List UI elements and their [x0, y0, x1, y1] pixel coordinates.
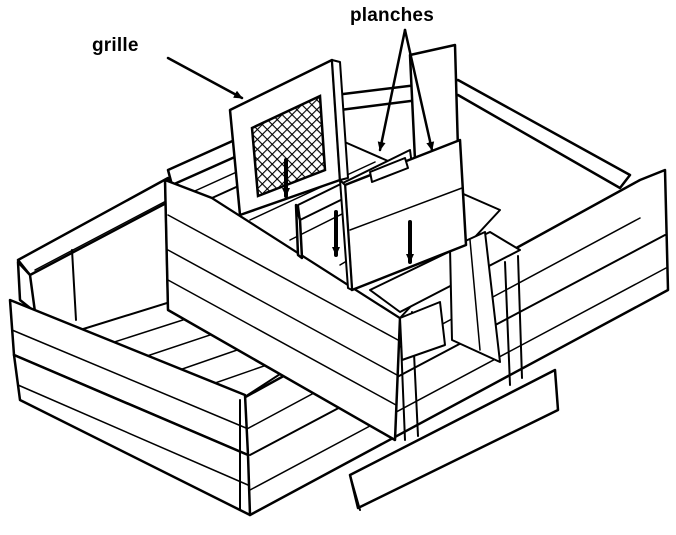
central-box [163, 178, 446, 442]
grille-label: grille [92, 35, 139, 56]
down-arrows [282, 158, 414, 264]
front-wall [8, 298, 252, 517]
base-skid [348, 368, 560, 511]
left-wall [16, 176, 174, 321]
grille-mesh [250, 94, 327, 198]
right-inner-block [369, 231, 521, 363]
planches-label: planches [350, 5, 434, 26]
right-side-wall [238, 168, 670, 517]
label-pointers [166, 28, 435, 152]
grille-frame [228, 58, 349, 217]
planche-front [339, 138, 468, 292]
